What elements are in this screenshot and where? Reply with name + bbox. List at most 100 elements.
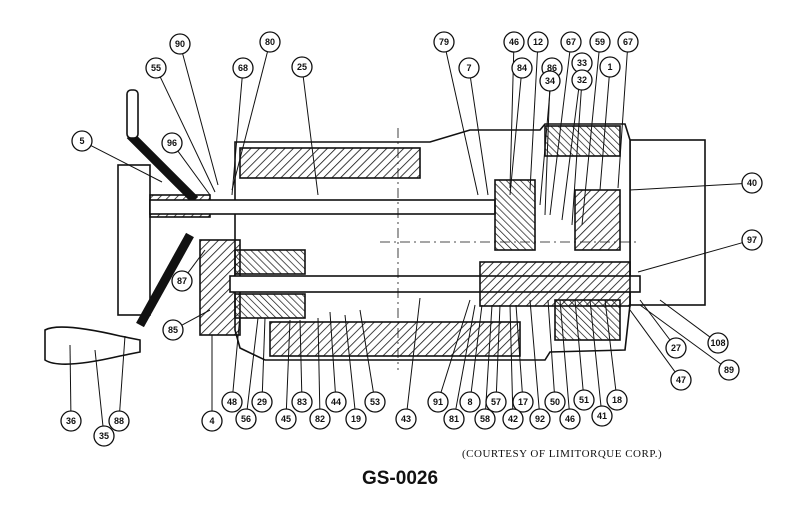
callout-balloon	[459, 391, 481, 413]
callout-label: 17	[518, 397, 528, 407]
callout-balloon	[665, 337, 687, 359]
callout-balloon	[539, 70, 561, 92]
figure-id: GS-0026	[361, 468, 439, 489]
callout-label: 90	[175, 39, 185, 49]
callout-43: 43	[395, 297, 421, 430]
leader-line	[159, 76, 216, 193]
leader-line	[561, 72, 582, 221]
callout-label: 7	[466, 63, 471, 73]
leader-line	[359, 309, 374, 393]
callout-79: 79	[433, 31, 479, 196]
leader-line	[495, 304, 501, 393]
callout-balloon	[443, 408, 465, 430]
worm-gear	[479, 261, 631, 307]
leader-line	[470, 304, 483, 393]
callout-50: 50	[544, 299, 566, 413]
callout-balloon	[427, 391, 449, 413]
callout-56: 56	[235, 317, 259, 430]
callout-balloon	[71, 130, 93, 152]
callout-label: 83	[297, 397, 307, 407]
callout-balloon	[169, 33, 191, 55]
callout-balloon	[275, 408, 297, 430]
callout-balloon	[741, 172, 763, 194]
callout-balloon	[591, 405, 613, 427]
callout-balloon	[259, 31, 281, 53]
callout-19: 19	[344, 314, 367, 430]
callout-45: 45	[275, 319, 297, 430]
leader-line	[261, 317, 266, 393]
leader-line	[182, 53, 219, 186]
callout-5: 5	[71, 130, 163, 183]
callout-label: 1	[607, 62, 612, 72]
callout-4: 4	[201, 335, 223, 432]
callout-55: 55	[145, 57, 216, 193]
mechanical-assembly	[44, 89, 706, 370]
callout-47: 47	[629, 309, 692, 391]
callout-25: 25	[291, 56, 319, 196]
callout-label: 68	[238, 63, 248, 73]
leader-line	[344, 314, 356, 410]
callout-80: 80	[231, 31, 281, 191]
leader-line	[406, 297, 421, 410]
callout-balloon	[707, 332, 729, 354]
leader-line	[629, 183, 743, 191]
callout-label: 43	[401, 414, 411, 424]
callout-46: 46	[559, 299, 581, 430]
callout-88: 88	[108, 335, 130, 432]
leader-line	[547, 299, 555, 393]
leader-line	[639, 304, 722, 365]
callout-label: 12	[533, 37, 543, 47]
callout-balloon	[309, 408, 331, 430]
callout-label: 48	[227, 397, 237, 407]
spring-pack-upper	[234, 249, 306, 275]
callout-67: 67	[549, 31, 582, 216]
callout-label: 46	[565, 414, 575, 424]
leader-line	[509, 304, 514, 410]
callout-balloon	[589, 31, 611, 53]
callout-balloon	[544, 391, 566, 413]
callout-83: 83	[291, 319, 313, 413]
callout-label: 50	[550, 397, 560, 407]
callout-balloon	[571, 69, 593, 91]
callout-label: 80	[265, 37, 275, 47]
callout-96: 96	[161, 132, 211, 196]
callout-label: 56	[241, 414, 251, 424]
callout-label: 84	[517, 63, 527, 73]
callout-label: 41	[597, 411, 607, 421]
callout-balloon	[502, 408, 524, 430]
callout-91: 91	[427, 299, 471, 413]
callout-82: 82	[309, 317, 331, 430]
leader-line	[231, 51, 268, 191]
callout-90: 90	[169, 33, 219, 186]
leader-line	[285, 319, 291, 410]
callout-balloon	[162, 319, 184, 341]
callout-label: 58	[480, 414, 490, 424]
leader-line	[440, 299, 471, 393]
callout-label: 85	[168, 325, 178, 335]
callout-34: 34	[539, 70, 561, 216]
callout-balloon	[251, 391, 273, 413]
callout-label: 27	[671, 343, 681, 353]
leader-line	[445, 51, 479, 196]
leader-line	[544, 90, 551, 216]
callout-44: 44	[325, 311, 347, 413]
callout-12: 12	[527, 31, 549, 191]
callout-51: 51	[573, 299, 595, 411]
callout-48: 48	[221, 314, 243, 413]
callout-53: 53	[359, 309, 386, 413]
callout-label: 8	[467, 397, 472, 407]
leader-line	[515, 304, 523, 393]
callout-balloon	[325, 391, 347, 413]
callout-label: 46	[509, 37, 519, 47]
leader-line	[299, 319, 303, 393]
callout-label: 97	[747, 235, 757, 245]
leader-line	[69, 344, 72, 412]
leader-line	[529, 51, 538, 191]
leader-line	[119, 335, 126, 412]
leader-line	[232, 314, 241, 393]
callout-balloon	[221, 391, 243, 413]
callout-balloon	[145, 57, 167, 79]
callout-label: 92	[535, 414, 545, 424]
leader-line	[246, 317, 259, 410]
leader-line	[599, 76, 610, 191]
